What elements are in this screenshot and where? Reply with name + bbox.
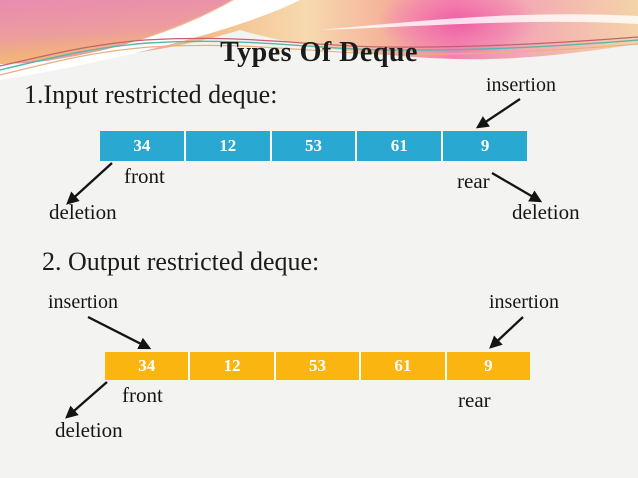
deque-cell: 61	[359, 352, 444, 380]
deque-cell: 12	[183, 131, 270, 161]
input-deque-array: 34 12 53 61 9	[100, 131, 527, 161]
arrow-insertion-to-front-top	[87, 315, 152, 350]
deque-cell: 53	[273, 352, 359, 380]
section-heading-output-restricted: 2. Output restricted deque:	[42, 247, 320, 276]
arrow-front-to-deletion-2	[65, 381, 108, 419]
front-label: front	[124, 164, 165, 188]
insertion-label: insertion	[489, 291, 559, 313]
arrow-rear-to-deletion-right	[491, 172, 543, 203]
rear-label: rear	[457, 169, 490, 193]
banner-white-wave	[320, 14, 638, 30]
section-heading-input-restricted: 1.Input restricted deque:	[24, 80, 278, 109]
insertion-label: insertion	[48, 291, 118, 313]
deque-cell: 53	[269, 131, 356, 161]
deletion-label: deletion	[49, 200, 117, 224]
page-title: Types Of Deque	[220, 37, 418, 68]
deque-cell: 12	[188, 352, 273, 380]
output-deque-array: 34 12 53 61 9	[105, 352, 530, 380]
arrow-front-to-deletion-left	[66, 162, 113, 205]
deletion-label: deletion	[512, 200, 580, 224]
rear-label: rear	[458, 388, 491, 412]
deletion-label: deletion	[55, 418, 123, 442]
insertion-label: insertion	[486, 74, 556, 96]
deque-cell: 34	[133, 136, 151, 155]
deque-cell: 9	[441, 131, 527, 161]
arrow-insertion-to-rear-top-2	[489, 316, 524, 349]
deque-cell: 9	[444, 352, 530, 380]
deque-cell: 61	[355, 131, 441, 161]
deque-cell: 34	[138, 356, 156, 375]
arrow-insertion-to-rear-top	[475, 98, 521, 129]
front-label: front	[122, 383, 163, 407]
